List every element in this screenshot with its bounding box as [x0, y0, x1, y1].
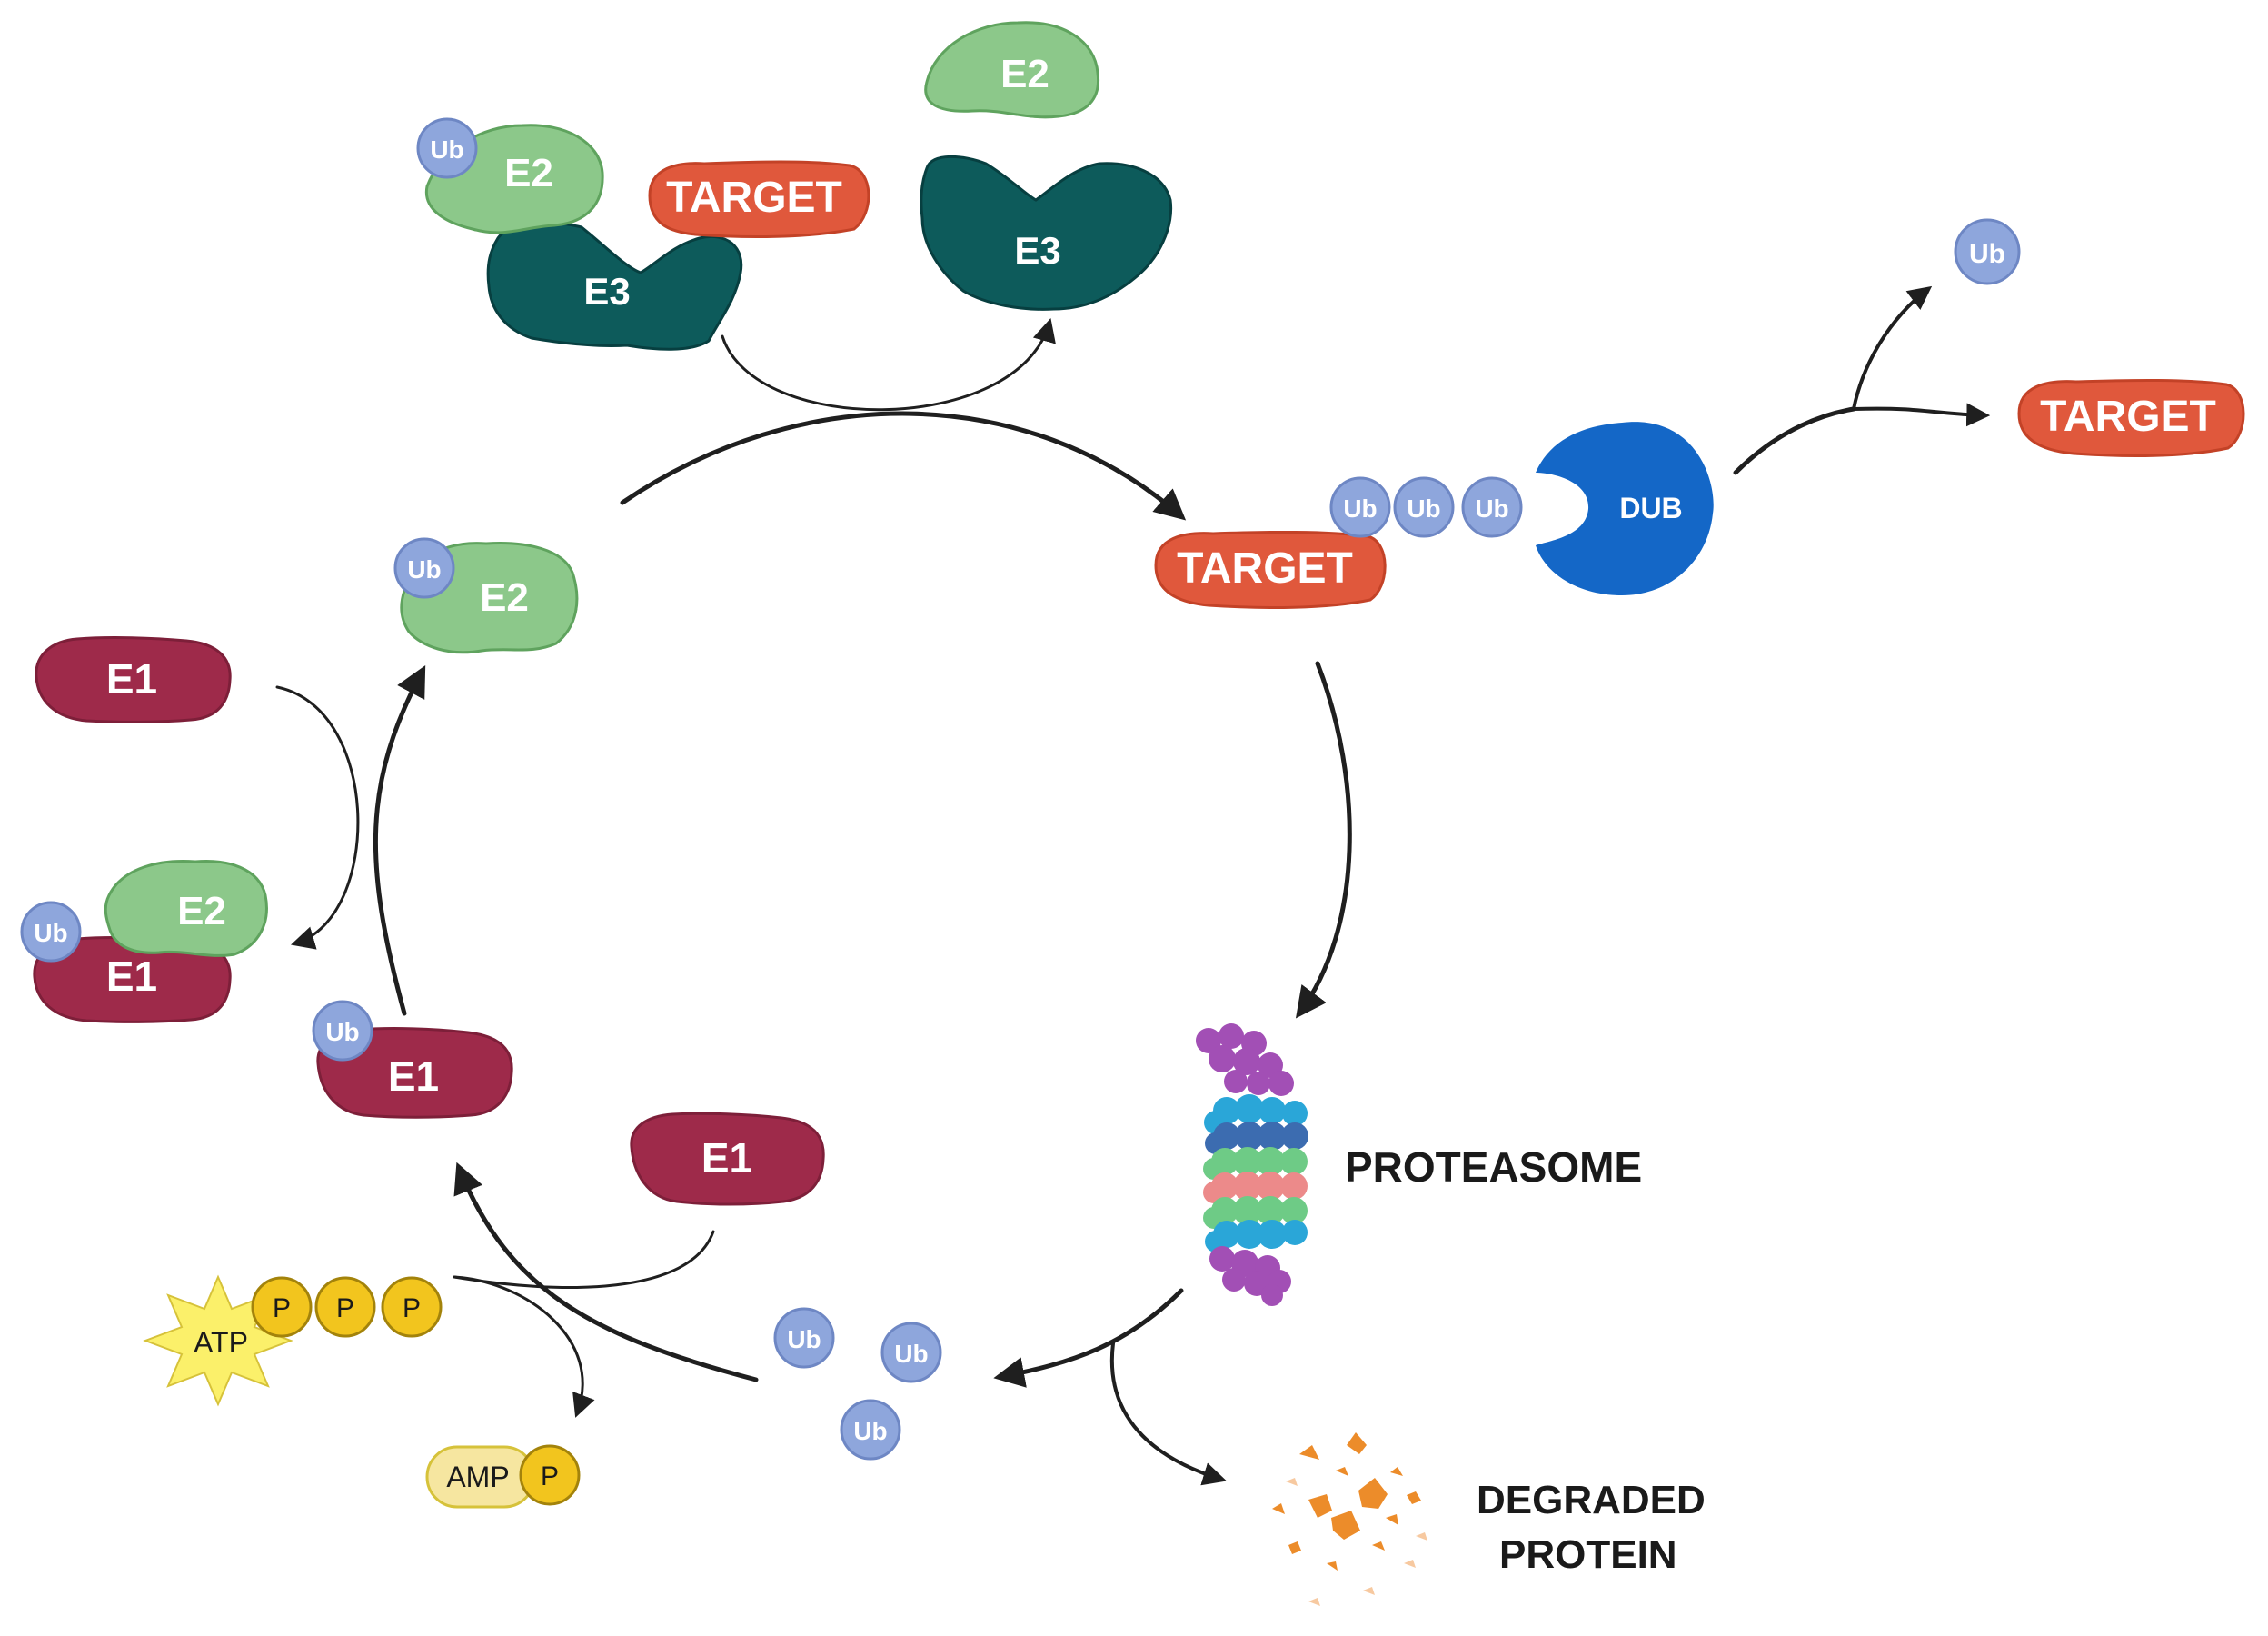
ub-label: Ub — [407, 555, 441, 584]
arrow-e1-to-e2 — [373, 664, 426, 1016]
ub-label: Ub — [787, 1325, 821, 1353]
e3-enzyme: E3 — [920, 155, 1173, 311]
atp-label: ATP — [194, 1326, 248, 1359]
e2-enzyme: E2 — [924, 21, 1100, 119]
ub-free: Ub — [880, 1322, 942, 1383]
amp-label: AMP — [446, 1461, 509, 1493]
e3-complex: E3 E2 Ub TARGET — [416, 117, 870, 351]
ub-label: Ub — [430, 135, 463, 164]
ub-free: Ub — [840, 1399, 901, 1461]
ub-chain-1: Ub — [1329, 476, 1391, 538]
proteasome-label: PROTEASOME — [1345, 1143, 1642, 1191]
e2-label: E2 — [504, 151, 553, 195]
p-label: P — [273, 1293, 291, 1323]
e1-e2-complex: E1 E2 Ub — [20, 860, 268, 1023]
degraded-protein: DEGRADED PROTEIN — [1272, 1432, 1706, 1606]
e2-ubiquitin: E2 Ub — [393, 537, 579, 654]
target-protein: TARGET — [648, 160, 870, 238]
arrow-e1-e2-exchange — [275, 685, 360, 950]
arrow-dub-to-ub — [1852, 285, 1933, 411]
ub-on-e1: Ub — [20, 901, 82, 963]
polyubiquitinated-target: TARGET Ub Ub Ub — [1154, 476, 1523, 609]
ub-on-e2: Ub — [393, 537, 455, 599]
arrow-e2-to-target — [620, 411, 1187, 521]
ub-label: Ub — [34, 919, 67, 947]
protein-fragments-faint — [1286, 1478, 1427, 1606]
ub-label: Ub — [853, 1417, 887, 1445]
atp-molecule: ATP P P P — [143, 1274, 443, 1407]
e2-label: E2 — [177, 889, 226, 933]
cycle-arrows — [275, 285, 1991, 1486]
ub-label: Ub — [894, 1340, 928, 1368]
e2-label: E2 — [1000, 52, 1049, 96]
phosphate: P — [519, 1444, 581, 1506]
e1-ubiquitin: E1 Ub — [312, 1000, 513, 1119]
ub-label: Ub — [1969, 239, 2005, 269]
proteasome-ring-6 — [1205, 1220, 1308, 1252]
proteasome: PROTEASOME — [1196, 1023, 1642, 1306]
e1-label: E1 — [106, 953, 157, 1000]
ub-label: Ub — [1475, 494, 1508, 523]
free-ubiquitin-group: Ub Ub Ub — [773, 1307, 942, 1461]
e1-label: E1 — [388, 1052, 439, 1100]
e2-label: E2 — [480, 575, 529, 620]
ub-label: Ub — [1407, 494, 1440, 523]
arrow-e3-release — [721, 317, 1056, 412]
ub-on-e2: Ub — [416, 117, 478, 179]
arrow-dub-to-target — [1852, 403, 1991, 427]
target-label: TARGET — [666, 174, 842, 222]
e1-label: E1 — [106, 655, 157, 703]
arrow-target-to-proteasome — [1295, 661, 1352, 1019]
proteasome-cap-bottom — [1209, 1246, 1291, 1306]
proteasome-cap-top — [1196, 1023, 1294, 1096]
e3-enzyme: E3 — [486, 221, 743, 351]
arrow-dub-out — [1733, 406, 1856, 475]
dub-label: DUB — [1619, 492, 1682, 524]
ub-on-e1: Ub — [312, 1000, 373, 1062]
degraded-label-line1: DEGRADED — [1477, 1478, 1706, 1522]
arrow-ub-to-e1 — [453, 1162, 759, 1382]
degraded-label-line2: PROTEIN — [1499, 1532, 1677, 1577]
ub-chain-3: Ub — [1461, 476, 1523, 538]
phosphate-3: P — [381, 1276, 443, 1338]
ub-label: Ub — [1343, 494, 1377, 523]
dub-enzyme: DUB — [1536, 422, 1714, 595]
e1-label: E1 — [701, 1134, 752, 1182]
e1-free: E1 — [630, 1112, 825, 1206]
proteasome-ring-4 — [1203, 1172, 1308, 1203]
e3-label: E3 — [1014, 229, 1060, 272]
released-target: TARGET — [2017, 378, 2245, 457]
amp-molecule: AMP P — [425, 1444, 581, 1509]
phosphate-1: P — [251, 1276, 313, 1338]
ub-chain-2: Ub — [1393, 476, 1455, 538]
arrow-proteasome-to-ub — [993, 1288, 1184, 1388]
released-e2-e3: E2 E3 — [920, 21, 1173, 311]
p-label: P — [336, 1293, 354, 1323]
phosphate-2: P — [314, 1276, 376, 1338]
target-label: TARGET — [1177, 544, 1353, 593]
e3-label: E3 — [583, 270, 630, 313]
arrow-atp-to-amp — [453, 1275, 595, 1418]
released-ubiquitin: Ub — [1954, 218, 2021, 285]
ub-free: Ub — [773, 1307, 835, 1369]
target-label: TARGET — [2040, 393, 2216, 441]
ub-label: Ub — [325, 1018, 359, 1046]
e1-free: E1 — [35, 636, 232, 723]
p-label: P — [541, 1461, 559, 1491]
protein-fragments — [1272, 1432, 1421, 1571]
arrow-e1-atp-loading — [453, 1230, 715, 1289]
p-label: P — [403, 1293, 421, 1323]
proteasome-ring-5 — [1203, 1196, 1308, 1229]
proteasome-ring-2 — [1205, 1122, 1308, 1154]
arrow-to-degraded — [1109, 1342, 1227, 1486]
